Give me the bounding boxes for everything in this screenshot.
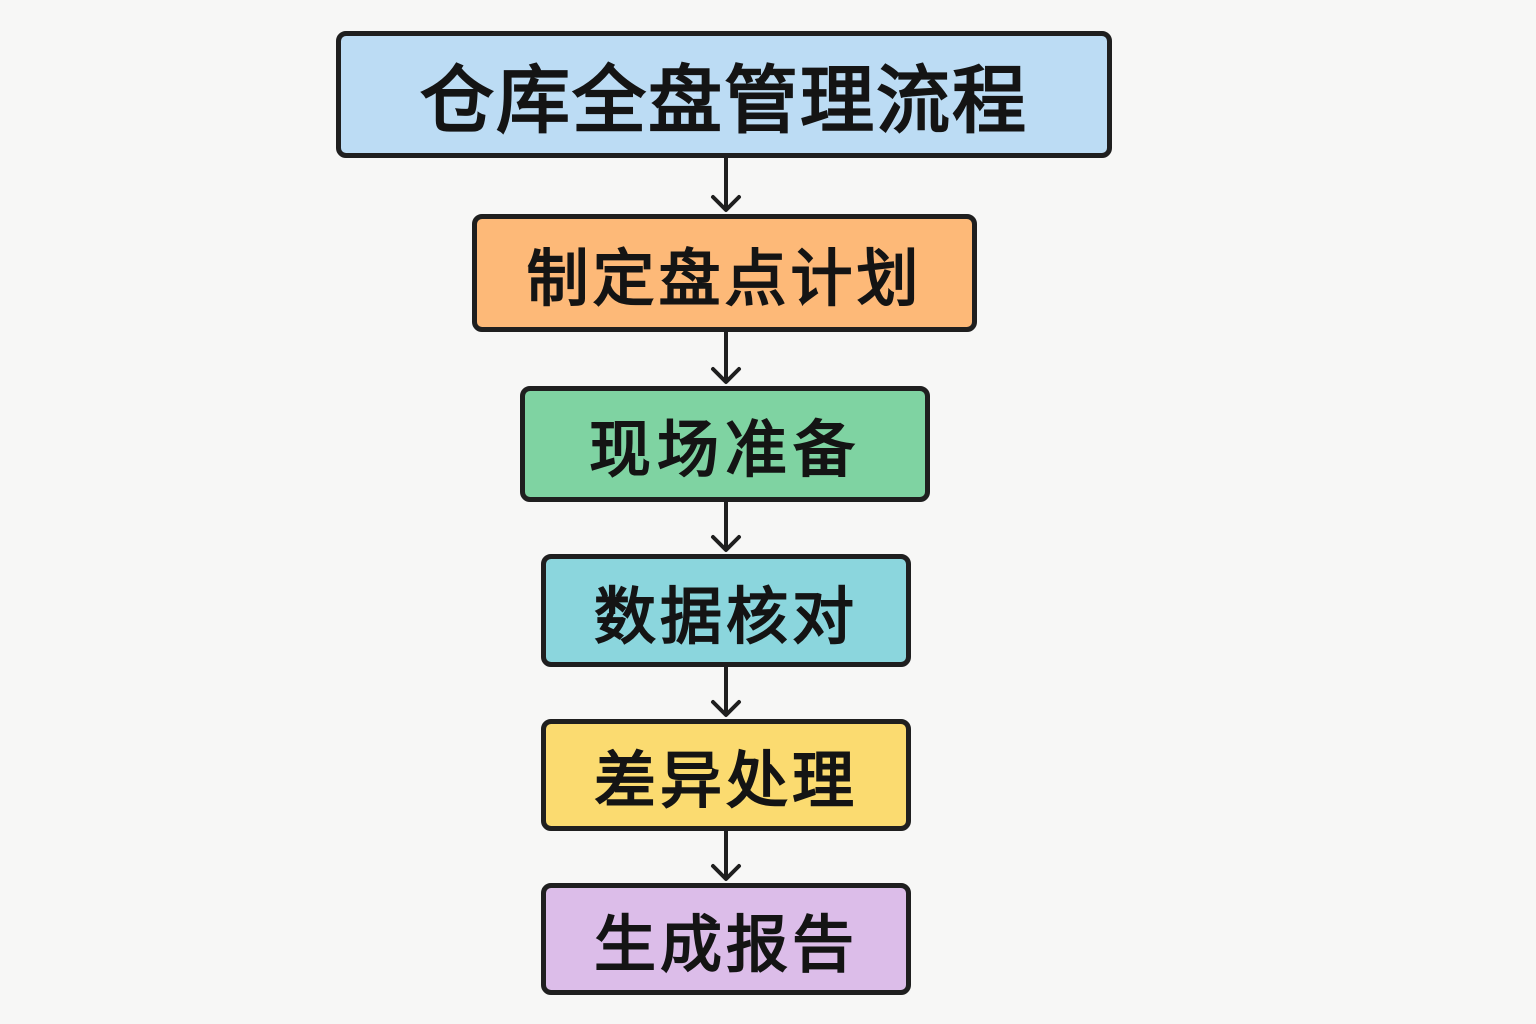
step-verify-label: 数据核对 bbox=[593, 579, 858, 653]
flowchart-title-box: 仓库全盘管理流程 bbox=[336, 31, 1112, 158]
step-prepare-label: 现场准备 bbox=[588, 413, 861, 486]
step-report-label: 生成报告 bbox=[593, 908, 858, 981]
step-verify-box: 数据核对 bbox=[541, 554, 911, 667]
step-discrepancy-box: 差异处理 bbox=[541, 719, 911, 831]
arrow-down-icon bbox=[706, 502, 746, 554]
step-prepare-box: 现场准备 bbox=[520, 386, 930, 502]
step-report-box: 生成报告 bbox=[541, 883, 911, 995]
arrow-down-icon bbox=[706, 158, 746, 214]
flowchart-title: 仓库全盘管理流程 bbox=[420, 58, 1028, 144]
step-plan-label: 制定盘点计划 bbox=[526, 242, 923, 315]
step-plan-box: 制定盘点计划 bbox=[472, 214, 977, 332]
arrow-down-icon bbox=[706, 332, 746, 386]
step-discrepancy-label: 差异处理 bbox=[593, 744, 858, 817]
arrow-down-icon bbox=[706, 667, 746, 719]
arrow-down-icon bbox=[706, 831, 746, 883]
